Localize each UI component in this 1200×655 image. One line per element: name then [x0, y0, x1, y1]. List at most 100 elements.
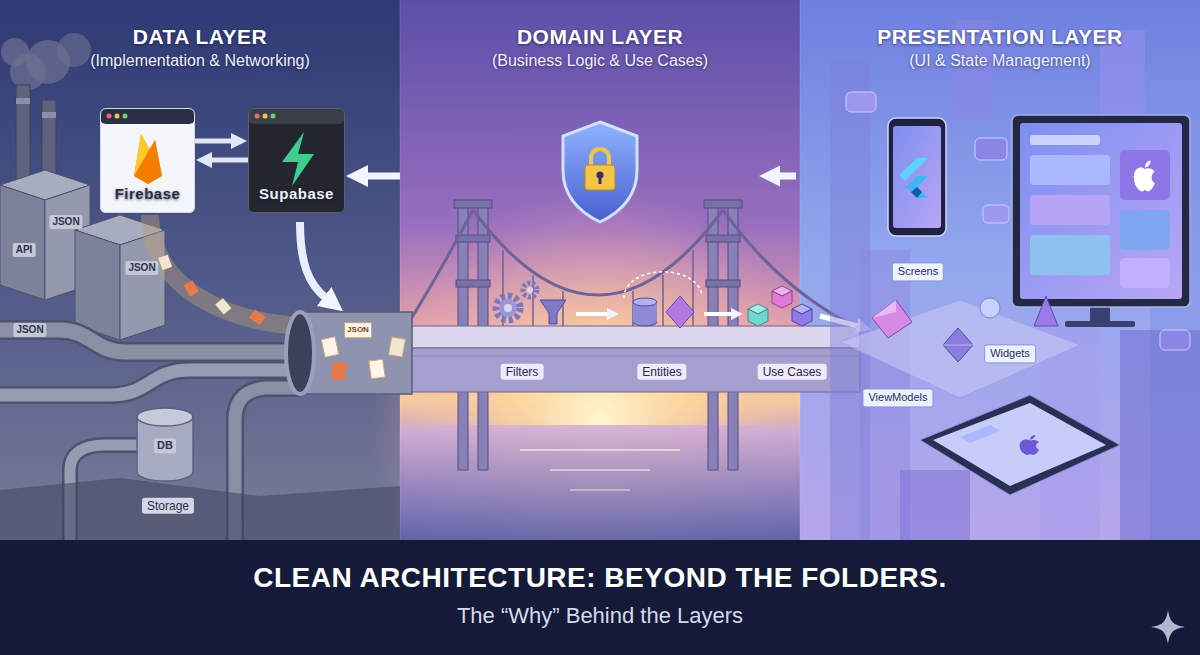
- hanger: [692, 250, 694, 328]
- cube-side: [748, 309, 768, 326]
- main-cable: [473, 210, 723, 295]
- supabase-logo: [282, 132, 314, 186]
- side-cable: [405, 210, 473, 328]
- document-stream: [150, 215, 300, 326]
- presentation-ground: [800, 0, 1200, 540]
- data-format-tag: JSON: [49, 215, 82, 229]
- window-dot: [107, 114, 112, 119]
- chat-bubble: [983, 205, 1009, 223]
- deck-label: Use Cases: [758, 364, 827, 380]
- tower-beam: [456, 235, 490, 242]
- smokestack-band: [42, 112, 56, 118]
- service-window: Firebase: [100, 108, 195, 213]
- tower-beam: [706, 235, 740, 242]
- data-format-tag: JSON: [125, 261, 158, 275]
- service-window: Supabase: [248, 108, 345, 213]
- window-header: [100, 108, 195, 124]
- band-divider: [400, 0, 401, 540]
- flow-arrow: [704, 312, 732, 316]
- chat-bubble: [1160, 330, 1190, 350]
- layer-heading: DATA LAYER: [133, 24, 268, 49]
- document: [321, 337, 338, 358]
- cube-side: [772, 291, 792, 308]
- octahedron-shape: [943, 328, 973, 362]
- window-body: [248, 108, 345, 213]
- document: [249, 309, 265, 325]
- data-ground: [0, 0, 400, 540]
- storage-caption: Storage: [142, 498, 194, 514]
- monitor: [1012, 115, 1190, 307]
- db-cylinder-edge: [136, 417, 138, 472]
- cone-shape: [1034, 296, 1058, 326]
- data-format-tag: JSON: [13, 323, 46, 337]
- window-dot: [263, 114, 268, 119]
- deck-rail: [405, 356, 860, 357]
- document: [158, 255, 172, 271]
- monitor-stand: [1065, 321, 1135, 327]
- firebase-logo: [134, 134, 162, 184]
- service-name: Firebase: [115, 185, 181, 203]
- lock-shackle: [591, 149, 609, 166]
- flutter-logo: [906, 176, 928, 198]
- gear-hub: [527, 287, 533, 293]
- monitor-screen: [1020, 123, 1182, 299]
- entity-diamond: [666, 296, 694, 328]
- flow-arrow: [576, 312, 608, 316]
- ui-tag: ViewModels: [862, 388, 933, 407]
- layer-heading: PRESENTATION LAYER: [877, 24, 1122, 49]
- diagram-title: CLEAN ARCHITECTURE: BEYOND THE FOLDERS.: [0, 561, 1200, 595]
- document: [184, 280, 199, 296]
- tablet-screen: [933, 403, 1106, 486]
- tube-mouth: [286, 312, 314, 394]
- firebase-logo: [134, 140, 162, 184]
- window-dot: [271, 114, 276, 119]
- ui-tile: [1030, 195, 1110, 225]
- dependency-arrow: [195, 139, 233, 144]
- building-side: [0, 185, 45, 300]
- tablet: [920, 395, 1120, 495]
- octahedron-shape: [943, 345, 973, 346]
- hanger: [562, 291, 564, 328]
- gear-hub: [504, 304, 512, 312]
- flutter-logo: [911, 187, 922, 198]
- phone: [888, 118, 946, 236]
- sphere-shape: [980, 298, 1000, 318]
- polluted-ground: [0, 478, 400, 540]
- layer-subheading: (Implementation & Networking): [90, 51, 310, 72]
- data-format-tag: API: [13, 243, 36, 257]
- window-dot: [123, 114, 128, 119]
- phone-screen: [893, 126, 941, 228]
- tower-beam: [456, 280, 490, 287]
- layer-subheading: (UI & State Management): [909, 51, 1090, 72]
- data-tube: [300, 312, 412, 394]
- dependency-arrow: [366, 173, 400, 180]
- db-cylinder-edge: [192, 417, 194, 472]
- hanger: [662, 275, 664, 328]
- storage-tag: DB: [154, 438, 176, 453]
- layer-heading: DOMAIN LAYER: [517, 24, 683, 49]
- diagram-caption: The “Why” Behind the Layers: [0, 603, 1200, 629]
- deck-label: Entities: [637, 364, 686, 380]
- document: [369, 359, 385, 379]
- gear: [496, 296, 520, 320]
- funnel: [540, 300, 566, 324]
- flow-arrow: [300, 222, 326, 298]
- tower-cap: [454, 200, 492, 208]
- water-glint: [570, 489, 630, 491]
- layer-band: PRESENTATION LAYER(UI & State Management…: [800, 0, 1200, 540]
- keyhole: [599, 176, 602, 184]
- chat-bubble: [975, 138, 1007, 160]
- dependency-arrow: [778, 173, 796, 180]
- ui-tile: [1030, 135, 1100, 145]
- smoke: [57, 33, 91, 67]
- deck-label: Filters: [501, 364, 544, 380]
- ui-tile: [1120, 150, 1170, 200]
- ui-tag: Widgets: [984, 344, 1036, 363]
- lock-body: [585, 165, 615, 190]
- entity-cylinder: [633, 298, 657, 306]
- title-bar: [0, 540, 1200, 655]
- city-building: [1120, 330, 1200, 540]
- cube-side: [792, 309, 812, 326]
- window-body: [100, 108, 195, 213]
